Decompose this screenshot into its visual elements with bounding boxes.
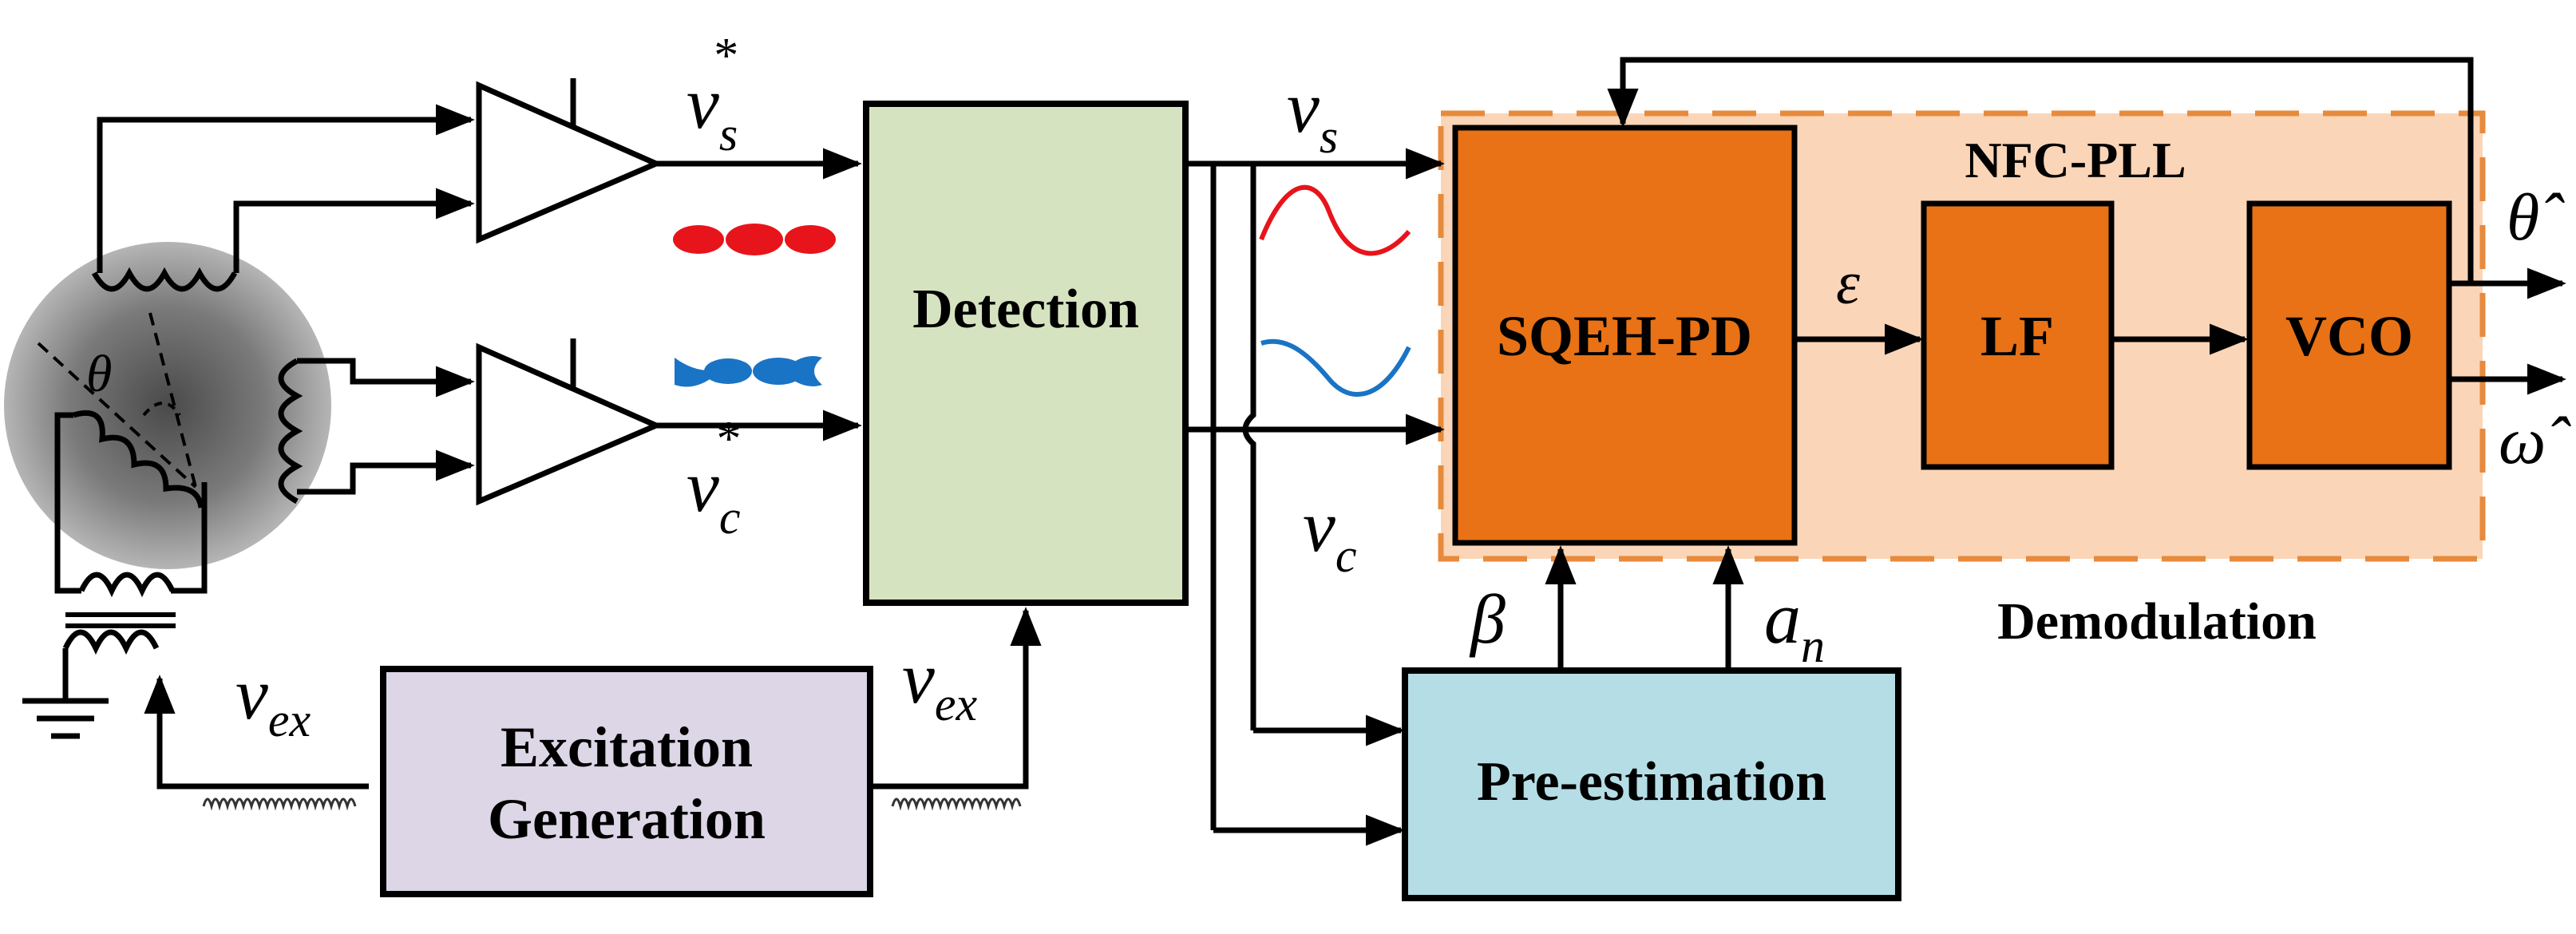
detection-label: Detection bbox=[912, 279, 1139, 340]
nfc-pll-title: NFC-PLL bbox=[1965, 132, 2186, 188]
lf-block bbox=[1921, 200, 2115, 470]
modulated-cos-signal-icon bbox=[675, 356, 822, 387]
excitation-waveform-right bbox=[891, 797, 1022, 811]
theta-hat-label: θ̂ bbox=[2507, 180, 2565, 255]
beta-label: β bbox=[1469, 581, 1506, 659]
an-label: an bbox=[1764, 577, 1825, 672]
vc-star-label: vc* bbox=[687, 412, 741, 544]
theta-label: θ bbox=[86, 345, 112, 403]
cos-wave-icon bbox=[1260, 338, 1411, 398]
vs-star-label: vs* bbox=[687, 29, 738, 160]
omega-hat-label: ω̂ bbox=[2499, 404, 2571, 478]
sin-wave-icon bbox=[1259, 184, 1411, 256]
excitation-to-detection-wire bbox=[870, 607, 1042, 790]
excitation-waveform-left bbox=[202, 797, 357, 811]
excitation-generation-block bbox=[380, 666, 873, 897]
detection-block bbox=[863, 101, 1189, 606]
vco-label: VCO bbox=[2285, 304, 2413, 368]
modulated-sin-signal-icon bbox=[673, 224, 836, 255]
vco-block bbox=[2246, 200, 2452, 470]
pre-estimation-label: Pre-estimation bbox=[1477, 751, 1826, 813]
pre-estimation-block bbox=[1402, 667, 1901, 901]
excitation-label-line2: Generation bbox=[488, 787, 766, 851]
vex-right-label: vex bbox=[902, 637, 977, 730]
amplifier-triangle-icon bbox=[476, 338, 663, 506]
vs-label: vs bbox=[1287, 66, 1338, 163]
vc-label: vc bbox=[1303, 485, 1356, 582]
resolver-sensor-icon bbox=[4, 242, 331, 655]
sqeh-pd-block bbox=[1452, 125, 1798, 546]
amplifier-triangle-icon bbox=[476, 78, 663, 244]
sqeh-pd-label: SQEH-PD bbox=[1497, 304, 1752, 368]
ground-icon bbox=[22, 648, 109, 739]
pll-feedback-wire bbox=[1607, 57, 2474, 283]
demodulation-caption: Demodulation bbox=[1997, 592, 2317, 651]
excitation-label-line1: Excitation bbox=[501, 715, 753, 779]
epsilon-label: ε bbox=[1836, 250, 1860, 317]
lf-label: LF bbox=[1980, 304, 2054, 368]
excitation-to-resolver-wire bbox=[144, 675, 369, 790]
vex-left-label: vex bbox=[235, 653, 311, 746]
